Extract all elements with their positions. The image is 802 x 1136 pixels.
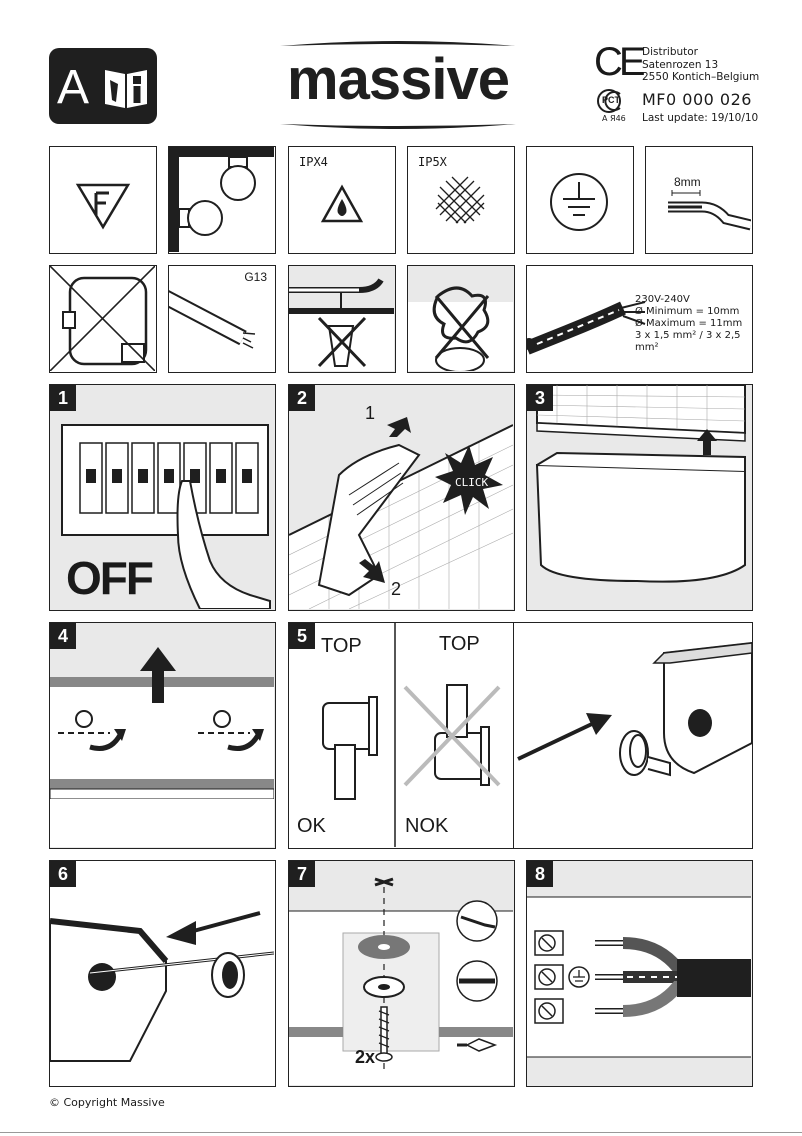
nok-label: NOK — [405, 815, 449, 837]
diffuser-removal-illustration — [535, 385, 746, 583]
cable-specs: 230V-240V Ø Minimum = 10mm Ø Maximum = 1… — [635, 294, 752, 354]
copyright: © Copyright Massive — [49, 1096, 165, 1109]
last-update: Last update: 19/10/10 — [642, 112, 759, 124]
wiring-terminal-illustration — [527, 896, 751, 1058]
ceiling-wall-lamp-icon — [169, 147, 274, 252]
gland-insert-illustration — [517, 641, 752, 777]
click-label: CLICK — [455, 476, 489, 489]
screw-unlock-illustration — [50, 647, 274, 847]
info-badge: A — [49, 48, 157, 124]
strip-label: 8mm — [674, 175, 701, 189]
tube-label: G13 — [244, 270, 267, 284]
no-cable-hang-box — [288, 265, 396, 373]
brand-logo: massive — [278, 38, 518, 132]
step-5-panel: 5 TOP TOP OK NOK — [288, 622, 515, 849]
cable-through-gland-illustration — [50, 911, 274, 1062]
brand-name: massive — [287, 47, 510, 112]
cable-spec-box: 230V-240V Ø Minimum = 10mm Ø Maximum = 1… — [526, 265, 753, 373]
pct-mark: PCT — [596, 88, 634, 114]
pct-mark-label: PCT — [602, 95, 620, 105]
cable-icon — [527, 301, 646, 355]
step-number: 4 — [50, 623, 76, 649]
top-ok-label: TOP — [321, 635, 362, 657]
no-hang-on-cable-icon — [289, 266, 394, 371]
arrow-1-label: 1 — [365, 403, 376, 423]
clip-release-illustration — [289, 417, 513, 609]
ip5x-label: IP5X — [418, 155, 447, 169]
page-bottom-rule — [0, 1132, 802, 1133]
screw-count-label: 2x — [355, 1047, 376, 1067]
arrow-2-label: 2 — [391, 579, 402, 599]
water-drop-icon — [320, 184, 364, 223]
step-number: 5 — [289, 623, 315, 649]
step-8-panel: 8 — [526, 860, 753, 1087]
step-7-panel: 7 2x — [288, 860, 515, 1087]
flammable-surface-icon-box — [49, 146, 157, 254]
step-number: 8 — [527, 861, 553, 887]
fluorescent-tube-icon — [169, 290, 256, 349]
step-number: 1 — [50, 385, 76, 411]
f-triangle-icon — [75, 183, 131, 230]
distributor-line: Distributor — [642, 46, 699, 58]
ip5x-box: IP5X — [407, 146, 515, 254]
step-5b-panel — [513, 622, 753, 849]
ground-icon — [550, 173, 608, 231]
ceiling-mounting-illustration — [289, 877, 513, 1085]
ground-box — [526, 146, 634, 254]
model-number: MF0 000 026 — [642, 90, 752, 109]
step-2-panel: 2 1 2 CLICK — [288, 384, 515, 611]
no-decoration-icon — [408, 286, 513, 371]
distributor-info: Distributor Satenrozen 13 2550 Kontich–B… — [642, 46, 759, 84]
badge-letter: A — [57, 61, 90, 114]
step-number: 6 — [50, 861, 76, 887]
tube-box: G13 — [168, 265, 276, 373]
step-number: 7 — [289, 861, 315, 887]
step-3-panel: 3 — [526, 384, 753, 611]
step-1-panel: 1 OFF — [49, 384, 276, 611]
cable-spec-line: Ø Maximum = 11mm — [635, 318, 743, 329]
distributor-line: 2550 Kontich–Belgium — [642, 71, 760, 83]
cable-spec-line: 3 x 1,5 mm² / 3 x 2,5 mm² — [635, 330, 741, 353]
ce-mark: CE — [594, 40, 646, 84]
distributor-line: Satenrozen 13 — [642, 58, 719, 71]
ok-label: OK — [297, 815, 326, 837]
ipx4-box: IPX4 — [288, 146, 396, 254]
manual-info-icon — [105, 70, 147, 108]
wall-ceiling-mount-box — [168, 146, 276, 254]
off-label: OFF — [66, 552, 154, 604]
ipx4-label: IPX4 — [299, 155, 328, 169]
no-decoration-box — [407, 265, 515, 373]
top-nok-label: TOP — [439, 633, 480, 655]
no-plug-box — [49, 265, 157, 373]
no-plug-icon — [50, 266, 155, 371]
step-number: 2 — [289, 385, 315, 411]
dust-grid-icon — [435, 176, 485, 224]
gland-orientation-illustration — [322, 623, 501, 847]
step-number: 3 — [527, 385, 553, 411]
cable-spec-line: Ø Minimum = 10mm — [635, 306, 740, 317]
step-4-panel: 4 — [49, 622, 276, 849]
cable-spec-line: 230V-240V — [635, 294, 690, 305]
stripped-wire-icon — [668, 190, 751, 231]
circuit-breaker-illustration — [61, 424, 271, 609]
step-6-panel: 6 — [49, 860, 276, 1087]
strip-length-box: 8mm — [645, 146, 753, 254]
pct-code: A Я46 — [602, 114, 626, 123]
